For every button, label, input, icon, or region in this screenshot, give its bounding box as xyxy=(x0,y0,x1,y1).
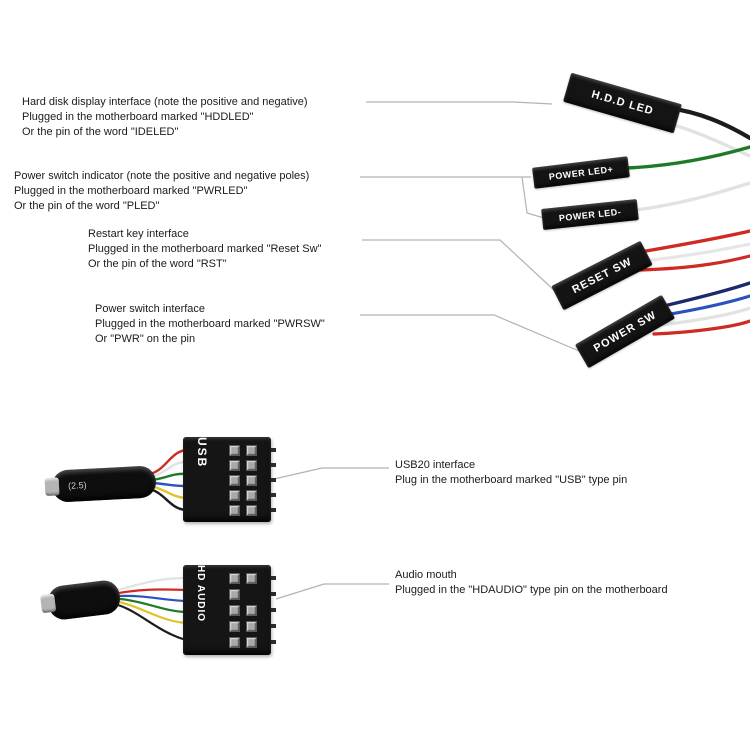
red-wire-3 xyxy=(652,319,750,336)
usb-header-label: USB xyxy=(195,437,209,469)
reset-white-wire xyxy=(641,242,750,263)
callout-power-sw xyxy=(360,314,580,352)
usb-pin xyxy=(229,505,240,516)
usb-pin xyxy=(246,460,257,471)
red-wire-2 xyxy=(638,254,750,272)
power-sw-navy-wire xyxy=(666,281,750,307)
annotation-power-led: Power switch indicator (note the positiv… xyxy=(14,169,309,214)
usb-pin xyxy=(229,445,240,456)
annotation-line: Plugged in the motherboard marked "PWRSW… xyxy=(95,318,325,330)
annotation-line: Power switch interface xyxy=(95,303,206,315)
usb-cable-sleeve: (2.5) xyxy=(44,465,157,503)
annotation-line: Plugged in the motherboard marked "Reset… xyxy=(88,243,322,255)
audio-pin-stub xyxy=(271,608,276,612)
usb-pin xyxy=(229,460,240,471)
usb-pin-stub xyxy=(271,478,276,482)
audio-pin xyxy=(246,621,257,632)
callout-hdd xyxy=(366,101,553,105)
audio-wire-fan xyxy=(116,576,188,642)
annotation-line: Audio mouth xyxy=(395,569,457,581)
audio-header-label: HD AUDIO xyxy=(195,565,206,623)
usb-pin xyxy=(246,475,257,486)
callout-reset xyxy=(362,239,557,293)
audio-pin xyxy=(229,605,240,616)
usb-pin xyxy=(229,475,240,486)
power-sw-white-wire xyxy=(658,306,750,327)
power-led-white-wire xyxy=(634,181,750,212)
usb-cable-tip xyxy=(44,477,60,497)
usb-pin xyxy=(246,445,257,456)
audio-pin-stub xyxy=(271,640,276,644)
power-sw-blue-wire xyxy=(663,294,750,317)
audio-pin xyxy=(246,573,257,584)
annotation-line: USB20 interface xyxy=(395,459,476,471)
usb-pin-stub xyxy=(271,508,276,512)
annotation-reset: Restart key interface Plugged in the mot… xyxy=(88,227,321,272)
usb-header-connector: USB xyxy=(183,437,276,522)
audio-black-wire xyxy=(116,603,188,642)
usb-red-wire xyxy=(148,448,188,476)
audio-pin xyxy=(229,637,240,648)
hdd-black-wire xyxy=(665,105,750,141)
usb-cable-marking: (2.5) xyxy=(67,479,87,491)
power-led-plus-label: POWER LED+ xyxy=(548,163,614,182)
usb-pin-stub xyxy=(271,463,276,467)
audio-pin xyxy=(229,589,240,600)
annotation-line: Plug in the motherboard marked "USB" typ… xyxy=(395,474,628,486)
usb-blue-wire xyxy=(150,481,188,488)
audio-cable-tip xyxy=(40,593,57,614)
annotation-usb: USB20 interface Plug in the motherboard … xyxy=(395,458,627,488)
audio-white-wire xyxy=(116,576,188,592)
annotation-line: Or the pin of the word "RST" xyxy=(88,258,227,270)
annotation-line: Or the pin of the word "PLED" xyxy=(14,200,160,212)
annotation-power-sw: Power switch interface Plugged in the mo… xyxy=(95,302,325,347)
annotation-line: Or the pin of the word "IDELED" xyxy=(22,126,179,138)
annotation-line: Plugged in the motherboard marked "PWRLE… xyxy=(14,185,248,197)
usb-pin-stub xyxy=(271,493,276,497)
callout-power-led-minus xyxy=(521,176,545,219)
reset-red-wire xyxy=(644,229,750,253)
top-wire-bundle xyxy=(625,105,750,336)
usb-pin xyxy=(229,490,240,501)
audio-pin xyxy=(246,637,257,648)
annotation-line: Plugged in the motherboard marked "HDDLE… xyxy=(22,111,254,123)
usb-pin xyxy=(246,505,257,516)
annotation-line: Restart key interface xyxy=(88,228,189,240)
audio-header-connector: HD AUDIO xyxy=(183,565,276,655)
audio-pin xyxy=(229,621,240,632)
usb-black-wire xyxy=(148,487,188,512)
audio-yellow-wire xyxy=(117,600,188,625)
audio-pin xyxy=(246,605,257,616)
callout-lines xyxy=(273,101,580,600)
power-led-green-wire xyxy=(625,145,750,170)
annotation-hdd-led: Hard disk display interface (note the po… xyxy=(22,95,308,140)
audio-pin-stub xyxy=(271,592,276,596)
audio-green-wire xyxy=(118,597,188,614)
annotation-line: Hard disk display interface (note the po… xyxy=(22,96,308,108)
audio-pin-stub xyxy=(271,576,276,580)
audio-blue-wire xyxy=(118,594,188,603)
power-led-minus-label: POWER LED- xyxy=(558,206,622,223)
usb-pin-stub xyxy=(271,448,276,452)
usb-pin xyxy=(246,490,257,501)
audio-pin-stub xyxy=(271,624,276,628)
annotation-line: Power switch indicator (note the positiv… xyxy=(14,170,310,182)
callout-usb xyxy=(273,467,389,480)
audio-pin xyxy=(229,573,240,584)
annotation-line: Plugged in the "HDAUDIO" type pin on the… xyxy=(395,584,668,596)
annotation-audio: Audio mouth Plugged in the "HDAUDIO" typ… xyxy=(395,568,668,598)
audio-red-wire xyxy=(117,588,188,595)
annotation-line: Or "PWR" on the pin xyxy=(95,333,196,345)
callout-audio xyxy=(275,583,389,600)
